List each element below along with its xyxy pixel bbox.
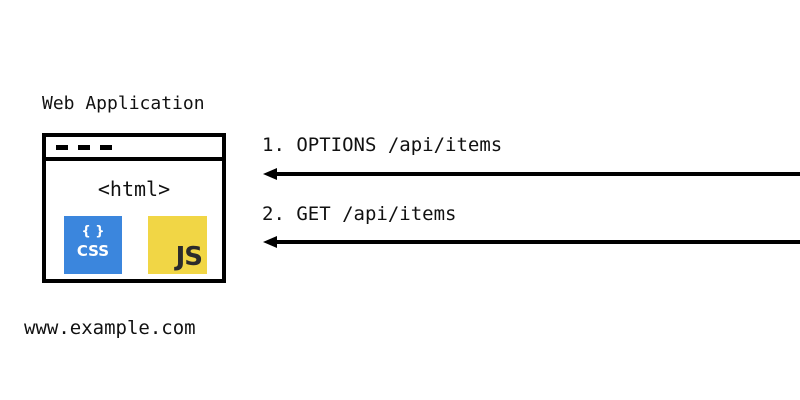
- css-logo-icon: { } CSS: [64, 216, 122, 274]
- arrow-head: [263, 236, 277, 248]
- js-logo-icon: JS: [148, 216, 207, 274]
- request-1-label: 1. OPTIONS /api/items: [262, 134, 503, 156]
- css-braces: { }: [81, 224, 105, 239]
- window-dot-icon: [56, 145, 68, 150]
- css-label: CSS: [76, 242, 110, 260]
- request-2-label: 2. GET /api/items: [262, 203, 457, 225]
- js-label: JS: [175, 242, 203, 272]
- web-application-title: Web Application: [42, 93, 205, 114]
- domain-label: www.example.com: [24, 317, 196, 339]
- arrow-head: [263, 168, 277, 180]
- browser-window-icon: <html> { } CSS JS: [42, 133, 226, 283]
- html-tag-label: <html>: [97, 177, 171, 201]
- arrow-left-icon: [263, 236, 800, 248]
- browser-titlebar: [46, 137, 222, 161]
- arrow-left-icon: [263, 168, 800, 180]
- window-dot-icon: [78, 145, 90, 150]
- window-dot-icon: [100, 145, 112, 150]
